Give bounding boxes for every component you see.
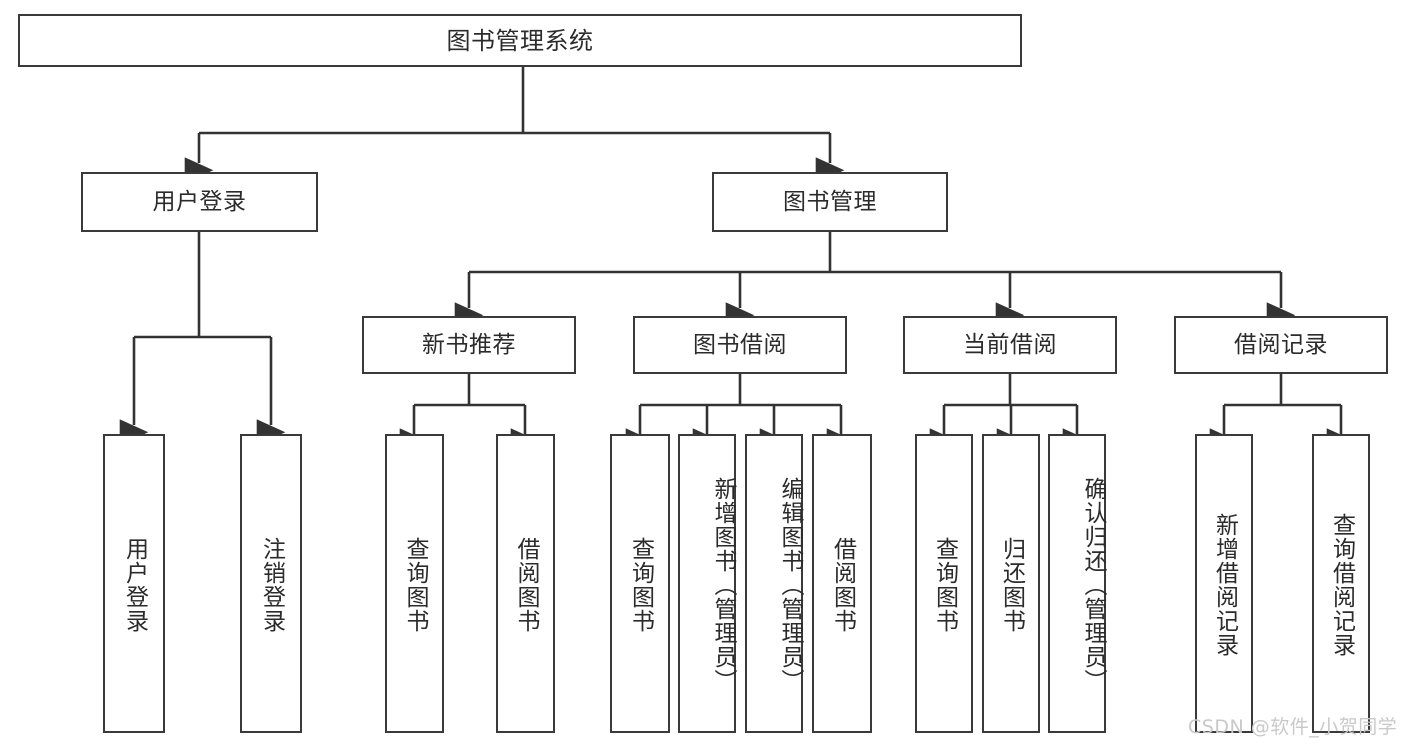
leaf-label: 查询图书 bbox=[627, 536, 654, 633]
leaf-label: 查询图书 bbox=[931, 536, 958, 633]
leaf-borrow-record-add[interactable]: 新增借阅记录 bbox=[1195, 434, 1253, 733]
csdn-watermark: CSDN @软件_小贺同学 bbox=[1188, 716, 1398, 738]
leaf-new-book-query[interactable]: 查询图书 bbox=[385, 434, 444, 733]
leaf-label: 新增借阅记录 bbox=[1211, 512, 1238, 657]
leaf-book-borrow-edit[interactable]: 编辑图书（管理员） bbox=[745, 434, 803, 733]
leaf-label: 查询借阅记录 bbox=[1328, 512, 1355, 657]
node-new-book-recommend[interactable]: 新书推荐 bbox=[362, 316, 576, 374]
node-borrow-record[interactable]: 借阅记录 bbox=[1174, 316, 1388, 374]
leaf-label: 新增图书（管理员） bbox=[710, 476, 736, 693]
leaf-label: 注销登录 bbox=[258, 536, 285, 633]
leaf-book-borrow-add[interactable]: 新增图书（管理员） bbox=[678, 434, 736, 733]
leaf-user-login-login[interactable]: 用户登录 bbox=[103, 434, 165, 733]
leaf-current-borrow-return[interactable]: 归还图书 bbox=[982, 434, 1040, 733]
node-book-borrow[interactable]: 图书借阅 bbox=[633, 316, 847, 374]
leaf-book-borrow-query[interactable]: 查询图书 bbox=[610, 434, 670, 733]
leaf-label: 确认归还（管理员） bbox=[1080, 476, 1106, 693]
leaf-borrow-record-query[interactable]: 查询借阅记录 bbox=[1312, 434, 1370, 733]
leaf-label: 查询图书 bbox=[402, 536, 428, 633]
leaf-user-login-logout[interactable]: 注销登录 bbox=[240, 434, 302, 733]
leaf-label: 归还图书 bbox=[998, 536, 1025, 633]
leaf-label: 借阅图书 bbox=[829, 536, 856, 633]
node-book-management[interactable]: 图书管理 bbox=[712, 172, 948, 232]
leaf-book-borrow-borrow[interactable]: 借阅图书 bbox=[812, 434, 872, 733]
leaf-current-borrow-query[interactable]: 查询图书 bbox=[915, 434, 973, 733]
leaf-current-borrow-confirm-return[interactable]: 确认归还（管理员） bbox=[1048, 434, 1106, 733]
leaf-label: 用户登录 bbox=[121, 536, 148, 633]
leaf-label: 借阅图书 bbox=[513, 536, 539, 633]
node-current-borrow[interactable]: 当前借阅 bbox=[903, 316, 1117, 374]
node-root-system[interactable]: 图书管理系统 bbox=[18, 14, 1022, 67]
leaf-label: 编辑图书（管理员） bbox=[777, 476, 803, 693]
node-user-login[interactable]: 用户登录 bbox=[81, 172, 318, 232]
leaf-new-book-borrow[interactable]: 借阅图书 bbox=[496, 434, 555, 733]
